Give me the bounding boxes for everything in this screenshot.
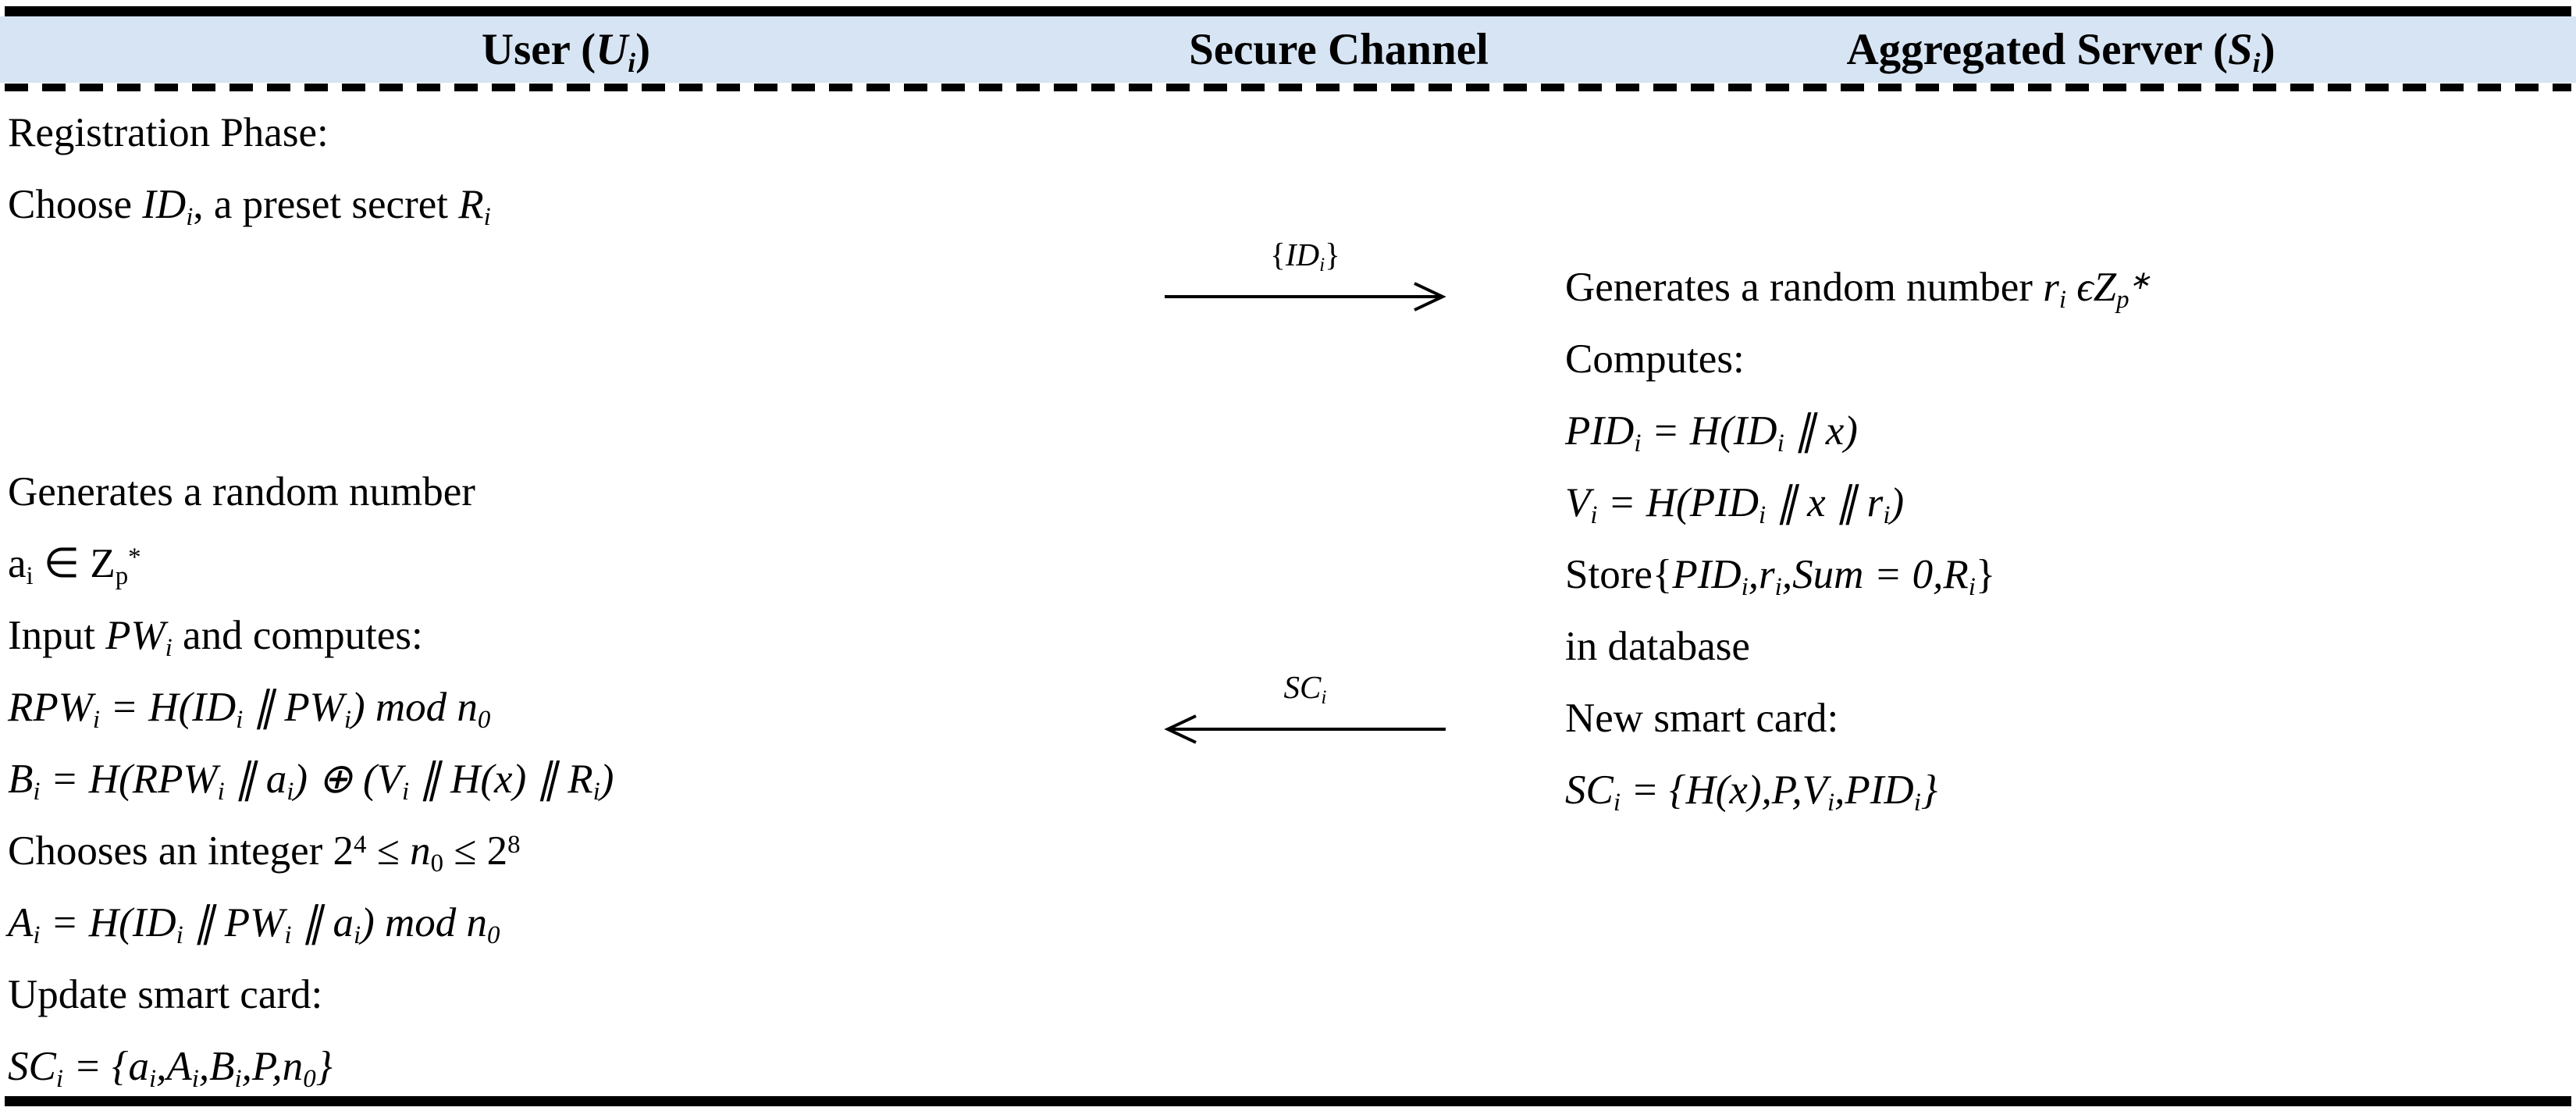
text-line: Registration Phase:	[8, 110, 329, 155]
text-line: Vi = H(PIDi ∥ x ∥ ri)	[1565, 480, 1905, 530]
text-line: Store{PIDi,ri,Sum = 0,Ri}	[1565, 552, 1996, 602]
text-line: Choose IDi, a preset secret Ri	[8, 182, 491, 232]
text-line: Generates a random number	[8, 469, 475, 514]
right-arrow-icon	[1165, 282, 1446, 312]
text-line: Input PWi and computes:	[8, 613, 423, 663]
top-border-rule	[5, 6, 2571, 16]
text-line: RPWi = H(IDi ∥ PWi) mod n0	[8, 685, 491, 735]
column-header-secure-channel: Secure Channel	[1189, 25, 1489, 74]
user-column: Registration Phase: Choose IDi, a preset …	[8, 97, 614, 1102]
text-line: Chooses an integer 24 ≤ n0 ≤ 28	[8, 828, 521, 878]
text-line	[8, 312, 614, 384]
message-arrow-smartcard: SCi	[1163, 665, 1447, 746]
text-line: in database	[1565, 624, 1750, 669]
text-line: ai ∈ Zp*	[8, 541, 141, 591]
text-line: SCi = {ai,Ai,Bi,P,n0}	[8, 1044, 333, 1094]
text-line: Ai = H(IDi ∥ PWi ∥ ai) mod n0	[8, 900, 500, 950]
header-band	[0, 16, 2576, 83]
text-line: New smart card:	[1565, 696, 1839, 741]
arrow-label-id: {IDi}	[1270, 237, 1340, 276]
text-line	[8, 384, 614, 456]
column-headers: User (Ui) Secure Channel Aggregated Serv…	[0, 20, 2576, 80]
text-line: Generates a random number ri ϵZp∗	[1565, 265, 2151, 315]
bottom-border-rule	[5, 1096, 2571, 1106]
message-arrow-id: {IDi}	[1163, 233, 1447, 314]
text-line: SCi = {H(x),P,Vi,PIDi}	[1565, 767, 1938, 817]
text-line	[8, 240, 614, 312]
text-line: Update smart card:	[8, 972, 323, 1017]
header-dashed-separator	[5, 84, 2571, 91]
text-line: Bi = H(RPWi ∥ ai) ⊕ (Vi ∥ H(x) ∥ Ri)	[8, 757, 614, 806]
left-arrow-icon	[1164, 714, 1446, 744]
text-line: PIDi = H(IDi ∥ x)	[1565, 408, 1858, 458]
text-line: Computes:	[1565, 336, 1745, 382]
arrow-label-smartcard: SCi	[1283, 669, 1327, 709]
server-column: Generates a random number ri ϵZp∗ Compute…	[1565, 251, 2151, 826]
column-header-aggregated-server: Aggregated Server (Si)	[1846, 25, 2275, 78]
column-header-user: User (Ui)	[481, 25, 651, 78]
